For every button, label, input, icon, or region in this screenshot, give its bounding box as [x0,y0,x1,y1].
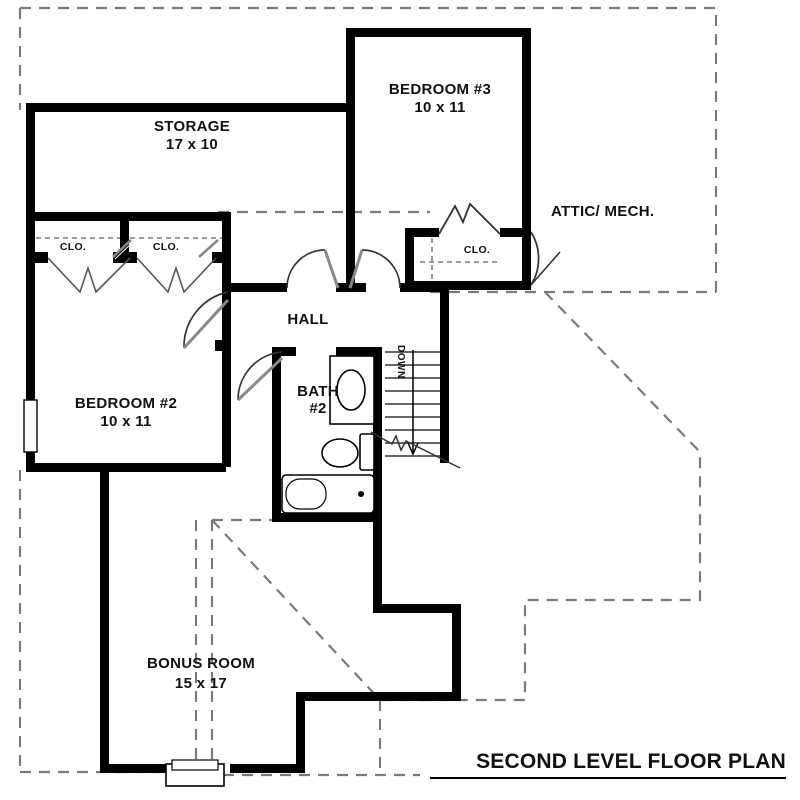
jamb-clo1-right [113,252,137,263]
wall-bath-top-right [336,347,380,356]
wall-atticclo-bottom [405,281,531,290]
stair-break-line [370,431,461,469]
wall-bonus-bottom-right [230,764,305,773]
room-label-bedroom-3: BEDROOM #3 [388,81,492,98]
wall-bed2-right-lower [222,347,231,467]
door-swing-hall-right [348,249,401,289]
room-dim-bedroom-2: 10 x 11 [100,413,152,430]
wall-storage-left [26,103,35,218]
wall-atticclo-topleft [405,228,439,237]
room-dim-bedroom-3: 10 x 11 [414,99,466,116]
bifold-door-closet-1 [47,239,134,294]
bathtub-drain [357,490,364,497]
wall-bonus-step-bottom [296,692,461,701]
wall-hall-north-left [222,283,287,292]
wall-clo-divider [120,216,129,262]
bifold-door-attic-closet [438,202,501,235]
bathroom-fixtures [281,355,375,514]
jamb-bed2-door [215,340,231,351]
door-swing-bedroom2 [182,291,230,350]
wall-bed2-right-upper [222,292,231,347]
room-label-bonus-room: BONUS ROOM [147,655,255,672]
sink-basin [336,369,366,411]
door-swings [47,202,561,402]
wall-bonus-left [100,463,109,773]
closet-label-3: CLO. [463,244,491,256]
window-bedroom2-west [23,399,38,453]
wall-bed2-bottom [26,463,226,472]
wall-bed2-left-lower [26,450,35,472]
bifold-door-closet-2 [136,239,219,294]
wall-bath-top-left [272,347,296,356]
wall-atticclo-right [522,228,531,290]
closet-label-2: CLO. [152,241,180,253]
staircase [370,350,461,469]
wall-bonus-step-top [373,604,461,613]
page-title: SECOND LEVEL FLOOR PLAN [476,750,786,773]
wall-stair-corner [440,283,449,292]
room-label-bath: BATH [297,383,339,400]
room-label-bedroom-2: BEDROOM #2 [74,395,178,412]
jamb-clo2-right [212,252,230,263]
wall-clo1-left [26,212,35,262]
door-swing-attic-mech [530,231,561,286]
wall-bed3-left [346,28,355,290]
room-label-hall: HALL [287,311,329,328]
walls [26,28,531,773]
bathtub-basin [285,478,327,510]
room-label-attic-mech: ATTIC/ MECH. [551,203,655,220]
wall-bed2-left-upper [26,262,35,405]
toilet-bowl [321,438,359,468]
wall-bed3-top [346,28,531,37]
room-label-bath-number: #2 [309,400,327,417]
stair-direction-label: DOWN [395,345,406,379]
wall-bath-right [373,347,382,522]
wall-atticclo-topright [500,228,531,237]
wall-stair-right [440,283,449,463]
wall-bonus-right-upper [452,604,461,701]
window-bonus-sill [171,759,219,771]
wall-bonus-vert-upper [373,513,382,612]
windows [23,399,225,787]
door-swing-hall-left [286,249,340,289]
wall-atticclo-left [405,228,414,290]
wall-bonus-bottom-left [100,764,190,773]
toilet-tank [359,433,375,471]
room-dim-bonus-room: 15 x 17 [174,675,228,692]
wall-bed3-right [522,28,531,228]
wall-bonus-right-lower [296,692,305,772]
closet-shelf-lines [36,237,500,280]
wall-bath-bottom [272,513,382,522]
room-label-storage: STORAGE [153,118,231,135]
wall-bath-left [272,347,281,522]
wall-storage-top [26,103,346,112]
closet-label-1: CLO. [59,241,87,253]
room-dim-storage: 17 x 10 [165,136,219,153]
jamb-clo1-left [30,252,48,263]
door-swing-bath [236,351,284,402]
